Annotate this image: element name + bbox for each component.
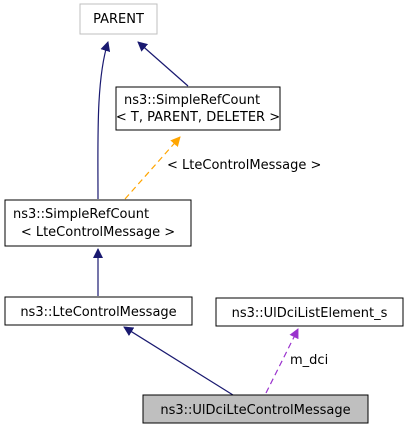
node-lte-control-message-label: ns3::LteControlMessage: [20, 305, 176, 320]
nodes: PARENT ns3::SimpleRefCount < T, PARENT, …: [4, 3, 404, 424]
node-simple-ref-count-lte-line1: ns3::SimpleRefCount: [13, 207, 149, 222]
node-parent[interactable]: PARENT: [79, 3, 158, 35]
edge-ul-dci-to-lte-control-message: [123, 326, 234, 396]
member-usage-label: m_dci: [290, 353, 328, 368]
edge-template-to-parent: [137, 41, 189, 87]
node-ul-dci-lte-control-message[interactable]: ns3::UlDciLteControlMessage: [142, 394, 369, 424]
edge-member-usage: [265, 328, 299, 394]
node-ul-dci-list-element-label: ns3::UlDciListElement_s: [232, 306, 388, 321]
node-simple-ref-count-template-line2: < T, PARENT, DELETER >: [116, 110, 280, 125]
node-lte-control-message[interactable]: ns3::LteControlMessage: [4, 296, 193, 326]
edge-template-instantiation: [124, 136, 181, 200]
node-ul-dci-list-element[interactable]: ns3::UlDciListElement_s: [215, 297, 404, 327]
node-simple-ref-count-lte-line2: < LteControlMessage >: [21, 225, 175, 240]
edges: < LteControlMessage > m_dci: [93, 41, 328, 396]
node-parent-label: PARENT: [93, 12, 144, 27]
node-simple-ref-count-lte[interactable]: ns3::SimpleRefCount < LteControlMessage …: [4, 199, 192, 247]
node-simple-ref-count-template-line1: ns3::SimpleRefCount: [124, 93, 260, 108]
node-ul-dci-lte-control-message-label: ns3::UlDciLteControlMessage: [160, 403, 350, 418]
node-simple-ref-count-template[interactable]: ns3::SimpleRefCount < T, PARENT, DELETER…: [115, 86, 281, 131]
edge-lte-refcount-to-parent: [97, 41, 111, 200]
template-instantiation-label: < LteControlMessage >: [167, 158, 321, 173]
